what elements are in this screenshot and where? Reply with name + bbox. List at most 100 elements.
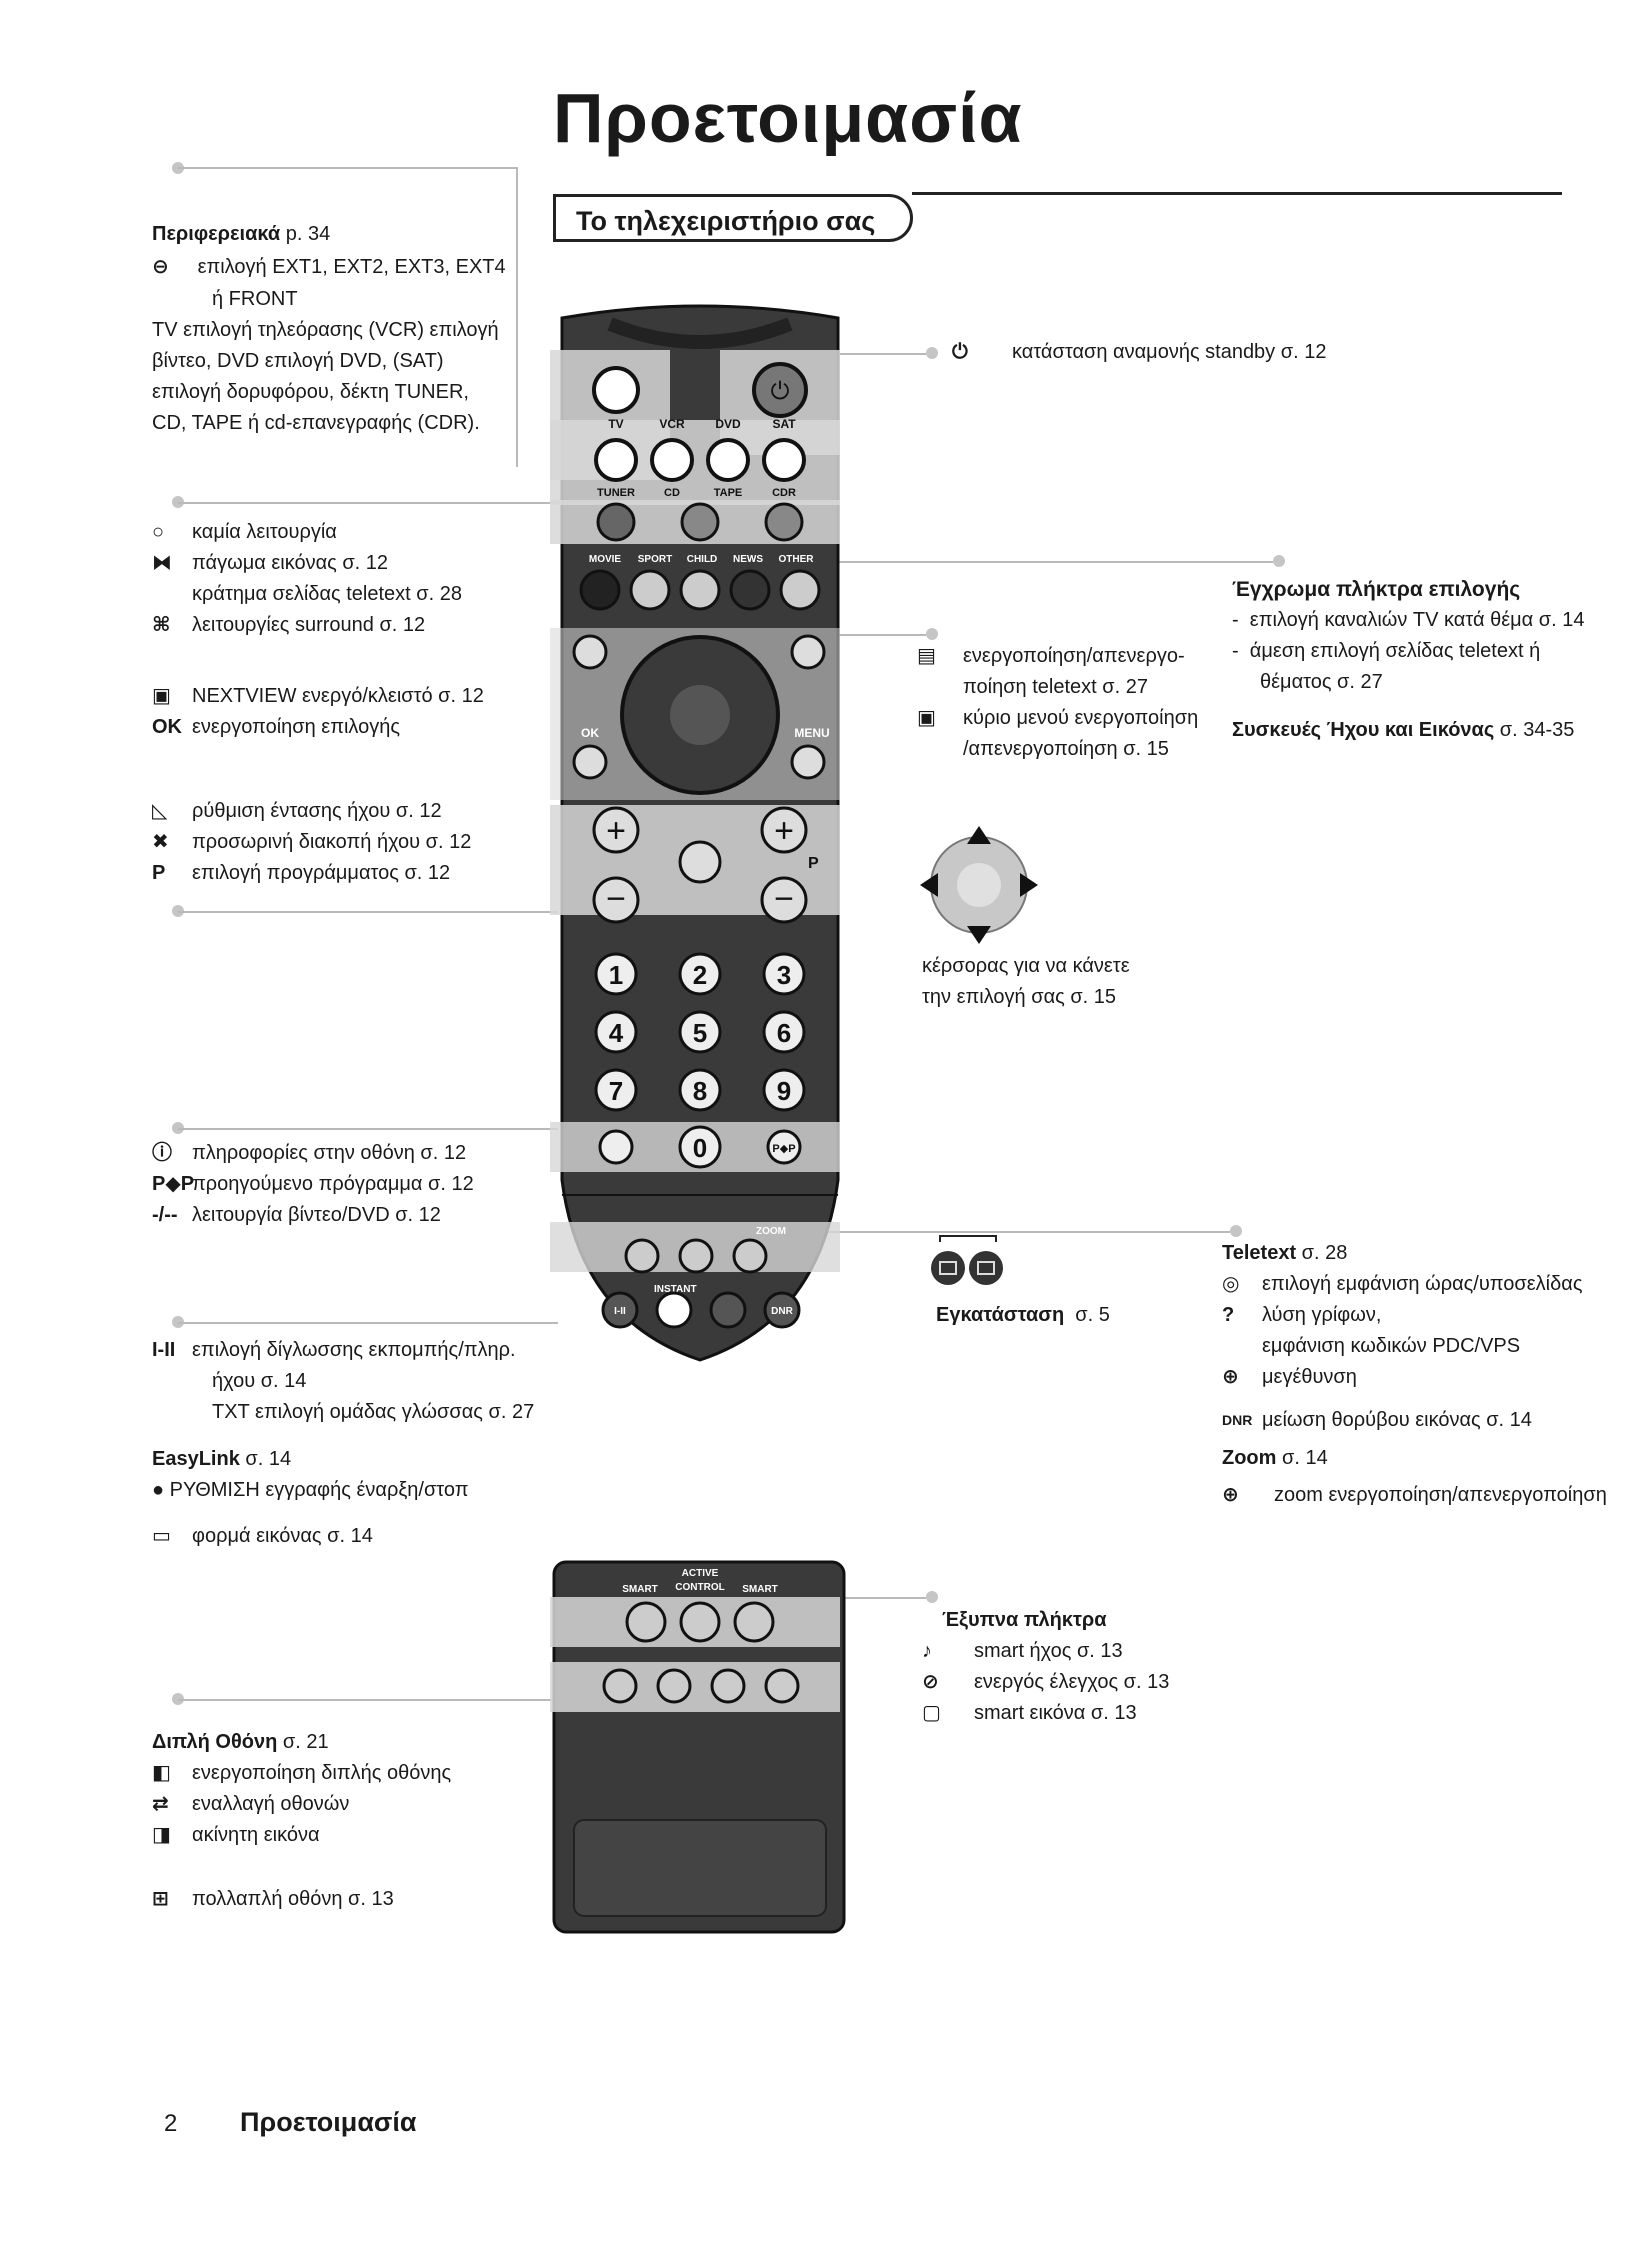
svg-text:−: − xyxy=(774,880,794,918)
easylink: EasyLink σ. 14 ● ΡΥΘΜΙΣΗ εγγραφής έναρξη… xyxy=(152,1444,469,1506)
audio-list: ◺ρύθμιση έντασης ήχου σ. 12 ✖προσωρινή δ… xyxy=(152,796,471,889)
teletext-block: Teletext σ. 28 ◎επιλογή εμφάνιση ώρας/υπ… xyxy=(1222,1238,1582,1436)
digit-6: 6 xyxy=(777,1018,791,1048)
active-control-icon: ⊘ xyxy=(922,1671,939,1693)
label-pip: P◆P xyxy=(772,1143,795,1155)
swap-screen-icon: ⇄ xyxy=(152,1793,169,1815)
dnr-icon: DNR xyxy=(1222,1412,1253,1428)
standby-icon: ⏻ xyxy=(952,341,968,363)
label-vcr: VCR xyxy=(659,417,685,431)
teletext-icon: ▤ xyxy=(917,645,936,667)
volume-icon: ◺ xyxy=(152,800,168,822)
label-cd: CD xyxy=(664,487,680,499)
nextview-icon: ▣ xyxy=(152,685,171,707)
mode-hold: κράτημα σελίδας teletext σ. 28 xyxy=(192,583,462,605)
remote-control: ⏻ TV VCR DVD SAT TUNER CD TAPE CDR MOVIE… xyxy=(510,300,850,1945)
svg-text:⏻: ⏻ xyxy=(771,378,790,405)
peripherals-line1: ⊖ επιλογή EXT1, EXT2, EXT3, EXT4 xyxy=(152,252,506,283)
mode-list: ○καμία λειτουργία ⧓πάγωμα εικόνας σ. 12 … xyxy=(152,517,462,641)
record-row: ● ΡΥΘΜΙΣΗ εγγραφής έναρξη/στοπ xyxy=(152,1479,469,1501)
digit-7: 7 xyxy=(609,1076,623,1106)
label-sat: SAT xyxy=(772,417,796,431)
multi-screen-row: ⊞πολλαπλή οθόνη σ. 13 xyxy=(152,1884,394,1915)
label-news: NEWS xyxy=(733,554,763,565)
label-menu: MENU xyxy=(794,726,829,740)
label-active: ACTIVE xyxy=(682,1568,719,1579)
info-icon: ⓘ xyxy=(152,1142,172,1164)
label-tuner: TUNER xyxy=(597,487,635,499)
svg-text:+: + xyxy=(774,812,794,850)
label-child: CHILD xyxy=(687,554,718,565)
digit-9: 9 xyxy=(777,1076,791,1106)
peripherals-line4: βίντεο, DVD επιλογή DVD, (SAT) xyxy=(152,350,444,372)
no-function-icon: ○ xyxy=(152,521,165,543)
label-instant: INSTANT xyxy=(654,1284,697,1295)
enlarge-icon: ⊕ xyxy=(1222,1366,1239,1388)
digit-5: 5 xyxy=(693,1018,707,1048)
ok-icon: OK xyxy=(152,716,182,738)
digit-8: 8 xyxy=(693,1076,707,1106)
section-rule xyxy=(912,192,1562,195)
digit-4: 4 xyxy=(609,1018,624,1048)
label-other: OTHER xyxy=(779,554,815,565)
peripherals-line5: επιλογή δορυφόρου, δέκτη TUNER, xyxy=(152,381,469,403)
mute-icon: ✖ xyxy=(152,831,169,853)
previous-program-icon: P◆P xyxy=(152,1173,195,1195)
mode-surround: ⌘λειτουργίες surround σ. 12 xyxy=(152,610,462,641)
peripherals-heading: Περιφερειακά p. 34 xyxy=(152,223,331,245)
still-picture-icon: ◨ xyxy=(152,1824,171,1846)
picture-format-icon: ▭ xyxy=(152,1525,171,1547)
av-devices: Συσκευές Ήχου και Εικόνας σ. 34-35 xyxy=(1232,719,1575,741)
svg-text:+: + xyxy=(606,812,626,850)
reveal-icon: ? xyxy=(1222,1304,1235,1326)
dual-sound-icon: I-II xyxy=(152,1339,176,1361)
remote-svg: ⏻ TV VCR DVD SAT TUNER CD TAPE CDR MOVIE… xyxy=(510,304,846,1934)
label-dvd: DVD xyxy=(715,417,741,431)
smart-picture-icon: ▢ xyxy=(922,1702,941,1724)
label-p: P xyxy=(808,855,819,872)
page-title: Προετοιμασία xyxy=(553,79,1023,157)
digit-1: 1 xyxy=(609,960,623,990)
menu-icon: ▣ xyxy=(917,707,936,729)
program-icon: P xyxy=(152,862,166,884)
zoom-icon: ⊕ xyxy=(1222,1484,1239,1506)
multi-screen-icon: ⊞ xyxy=(152,1888,169,1910)
peripherals-line6: CD, TAPE ή cd-επανεγραφής (CDR). xyxy=(152,412,480,434)
label-zoom: ZOOM xyxy=(756,1226,786,1237)
page-number: 2 xyxy=(164,2110,178,2137)
standby-row: ⏻κατάσταση αναμονής standby σ. 12 xyxy=(952,337,1326,368)
dual-screen: Διπλή Οθόνη σ. 21 ◧ενεργοποίηση διπλής ο… xyxy=(152,1727,451,1851)
label-smart-2: SMART xyxy=(742,1584,778,1595)
mode-freeze: ⧓πάγωμα εικόνας σ. 12 xyxy=(152,548,462,579)
cursor-pad-illustration xyxy=(914,820,1044,955)
install-illustration xyxy=(928,1230,1008,1295)
label-control: CONTROL xyxy=(675,1582,724,1593)
surround-icon: ⌘ xyxy=(152,614,171,636)
teletext-onoff: ▤ενεργοποίηση/απενεργο- ποίηση teletext … xyxy=(917,641,1198,765)
digit-2: 2 xyxy=(693,960,707,990)
label-tv: TV xyxy=(608,417,623,431)
colour-keys: Έγχρωμα πλήκτρα επιλογής - επιλογή καναλ… xyxy=(1232,578,1585,693)
freeze-icon: ⧓ xyxy=(152,552,172,574)
label-tape: TAPE xyxy=(714,487,743,499)
mode-none: ○καμία λειτουργία xyxy=(152,517,462,548)
peripherals-line2: ή FRONT xyxy=(212,288,298,310)
label-ok: OK xyxy=(581,726,599,740)
time-subpage-icon: ◎ xyxy=(1222,1273,1240,1295)
ext-input-icon: ⊖ xyxy=(152,256,169,278)
digit-0: 0 xyxy=(693,1133,707,1163)
label-i-ii: I-II xyxy=(614,1306,626,1317)
label-smart-1: SMART xyxy=(622,1584,658,1595)
digit-3: 3 xyxy=(777,960,791,990)
video-dvd-icon: -/-- xyxy=(152,1204,178,1226)
install-row: Εγκατάσταση σ. 5 xyxy=(936,1304,1110,1326)
footer-title: Προετοιμασία xyxy=(240,2107,417,2137)
label-dnr: DNR xyxy=(771,1306,793,1317)
dual-screen-icon: ◧ xyxy=(152,1762,171,1784)
svg-text:−: − xyxy=(606,880,626,918)
label-cdr: CDR xyxy=(772,487,796,499)
peripherals-line3: TV επιλογή τηλεόρασης (VCR) επιλογή xyxy=(152,319,499,341)
